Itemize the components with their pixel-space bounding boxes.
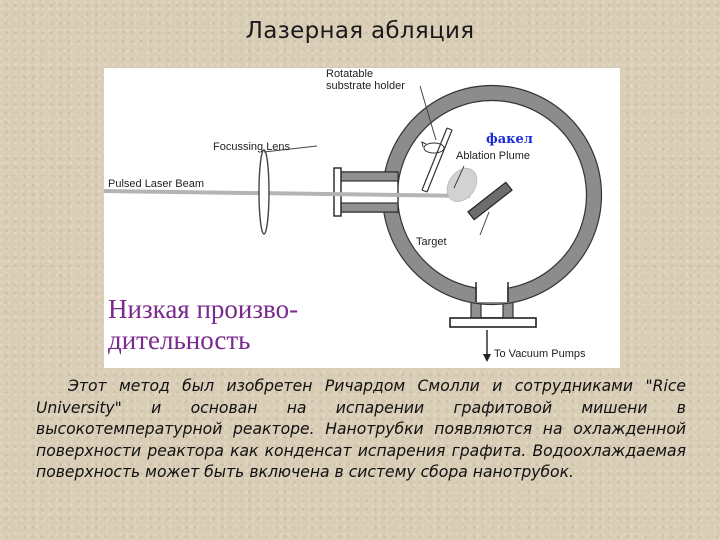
focussing-lens [258, 149, 270, 235]
description-paragraph: Этот метод был изобретен Ричардом Смолли… [36, 377, 686, 481]
plume-russian-label: факел [486, 132, 533, 147]
substrate-holder [421, 127, 453, 193]
low-yield-caption: Низкая произво- дительность [108, 294, 299, 355]
apparatus-drawing [104, 84, 603, 362]
target-label: Target [416, 236, 447, 248]
substrate-holder-label: Rotatable substrate holder [326, 68, 405, 92]
slide-title: Лазерная абляция [245, 18, 475, 44]
ablation-plume-label: Ablation Plume [456, 150, 530, 162]
target [467, 181, 513, 221]
vacuum-pumps-label: To Vacuum Pumps [494, 348, 586, 360]
focussing-lens-label: Focussing Lens [213, 141, 291, 153]
laser-beam-label: Pulsed Laser Beam [108, 178, 204, 190]
laser-ablation-diagram: Rotatable substrate holder Focussing Len… [104, 68, 620, 368]
ablation-plume [446, 167, 478, 203]
laser-beam [104, 189, 471, 198]
laser-entry-port [333, 167, 399, 217]
